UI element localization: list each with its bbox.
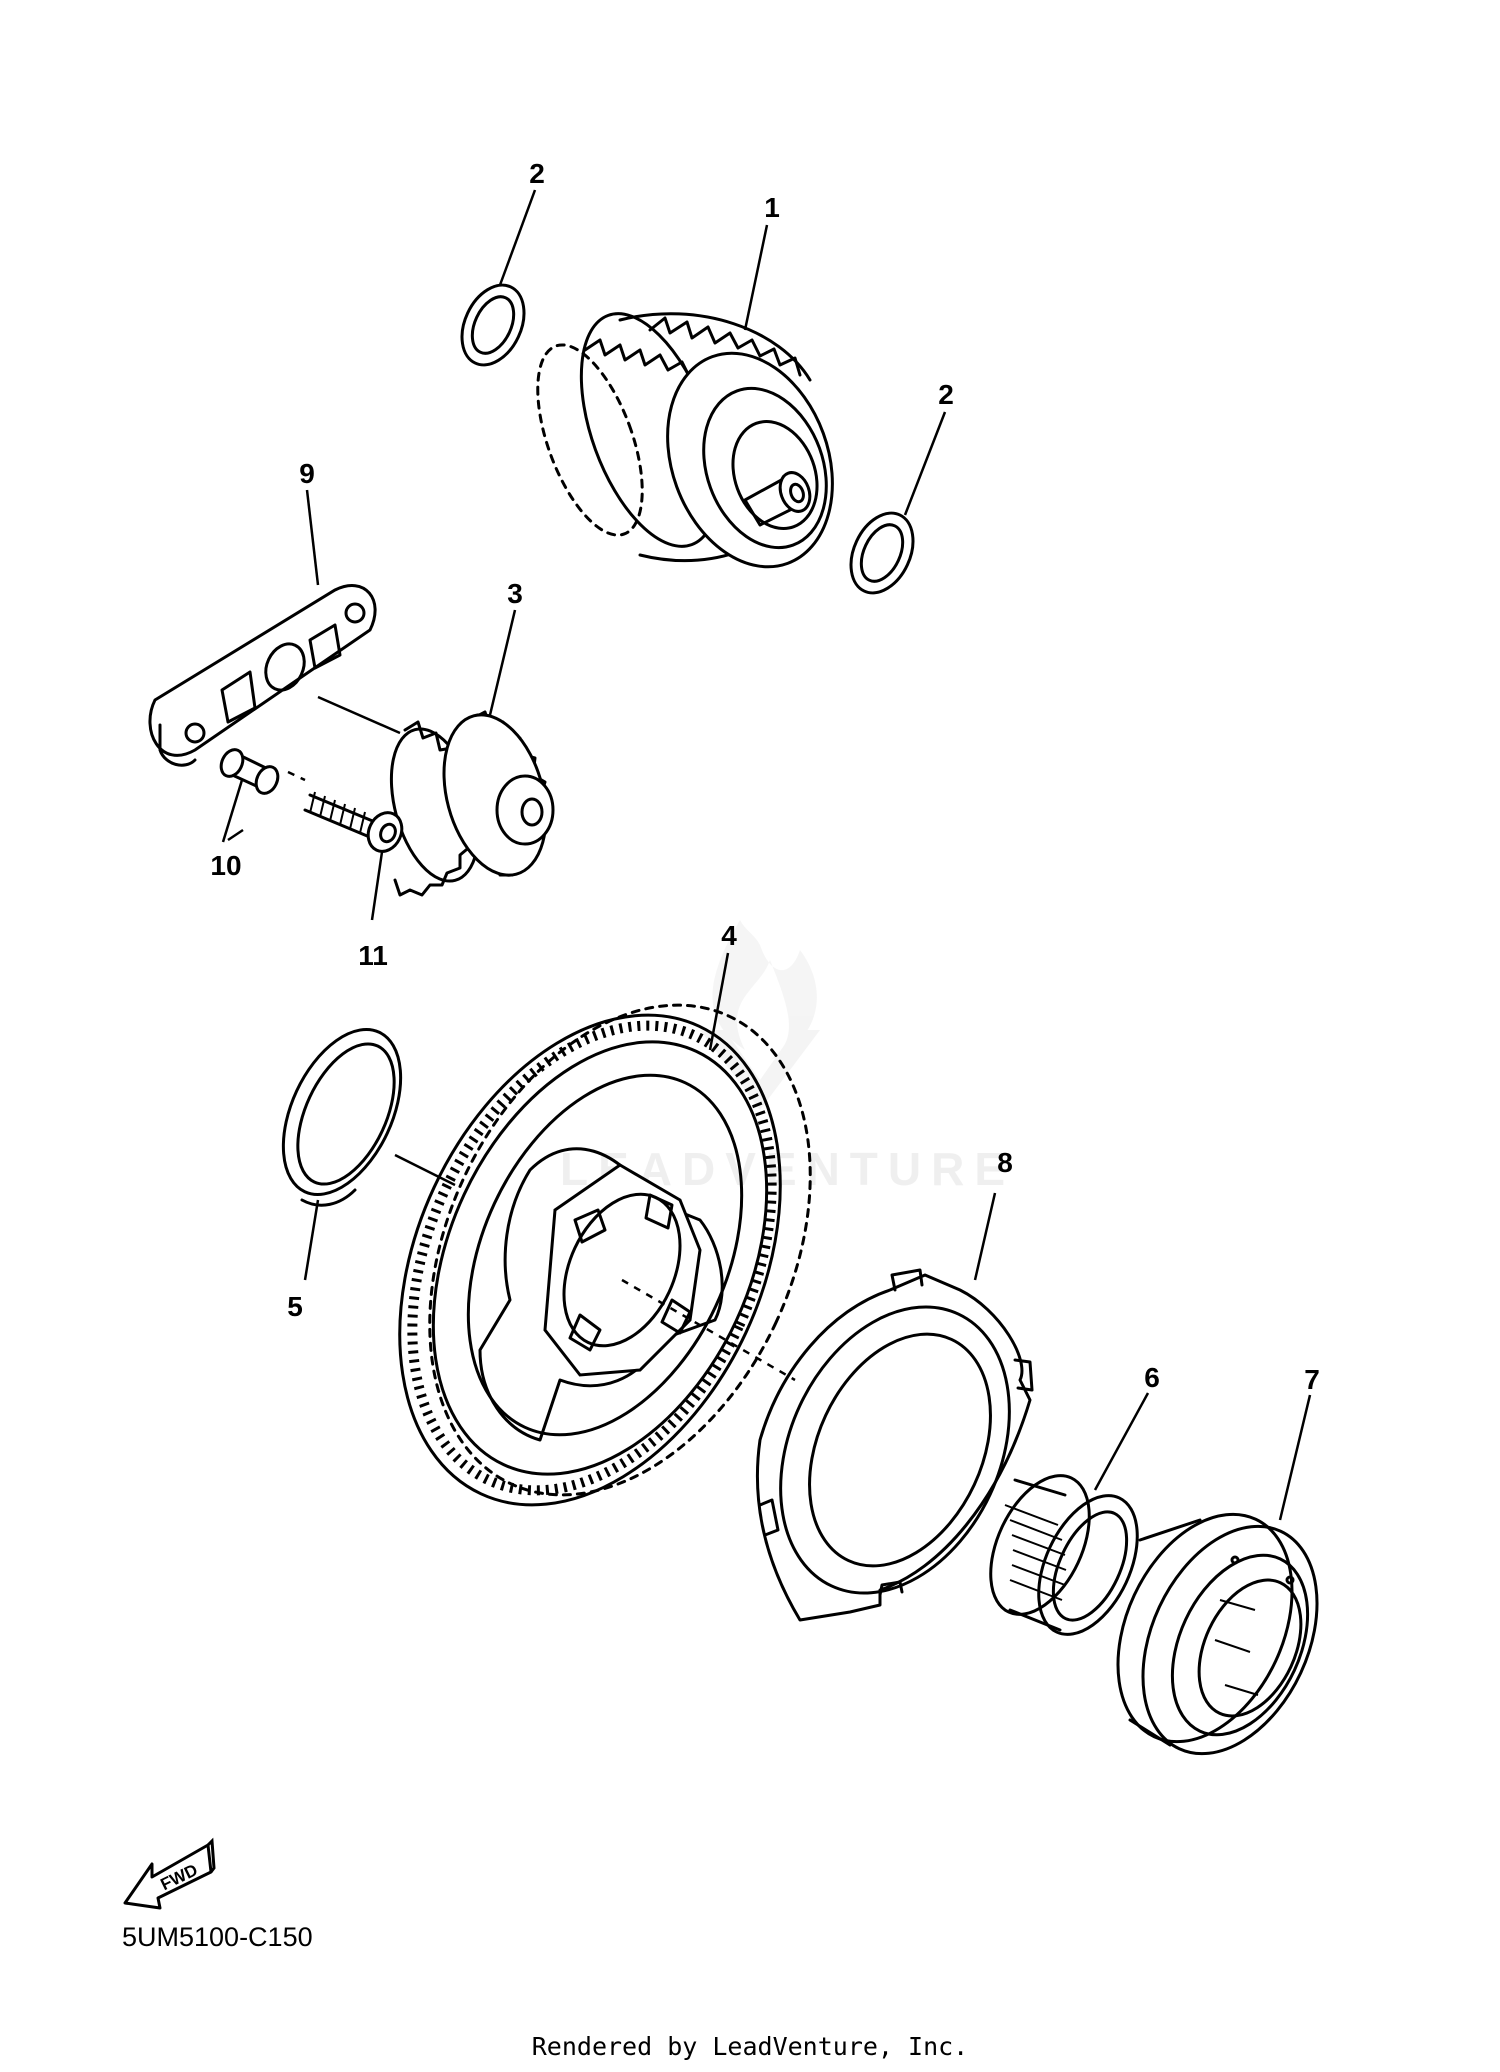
part-1-idler-gear [536, 312, 834, 569]
callout-labels: 1 2 2 3 4 5 6 7 8 9 10 11 [210, 158, 1319, 1395]
callout-3: 3 [507, 578, 523, 609]
callout-10: 10 [210, 850, 241, 881]
callout-7: 7 [1304, 1364, 1320, 1395]
callout-9: 9 [299, 458, 315, 489]
part-5-washer [281, 1027, 403, 1207]
part-11-bolt [303, 791, 404, 853]
part-6-bearing [989, 1474, 1139, 1636]
callout-4: 4 [721, 920, 737, 951]
part-7-clutch-housing [1116, 1512, 1319, 1756]
part-2-washer-right [849, 511, 915, 595]
part-9-plate [148, 584, 377, 767]
callout-2a: 2 [529, 158, 545, 189]
part-2-washer-upper [460, 283, 526, 367]
part-10-collar [219, 748, 280, 795]
part-8-plate [755, 1268, 1034, 1622]
callout-8: 8 [997, 1147, 1013, 1178]
callout-11: 11 [358, 940, 388, 971]
footer-credit: Rendered by LeadVenture, Inc. [531, 2032, 969, 2061]
callout-1: 1 [764, 192, 780, 223]
part-4-starter-wheel-gear [398, 1003, 812, 1507]
watermark: LEADVENTURE [560, 920, 1005, 1195]
callout-6: 6 [1144, 1362, 1160, 1393]
callout-5: 5 [287, 1291, 303, 1322]
callout-2b: 2 [938, 379, 954, 410]
part-3-double-gear [389, 710, 555, 897]
diagram-code: 5UM5100-C150 [122, 1922, 313, 1952]
fwd-arrow-icon: FWD [123, 1837, 216, 1910]
leader-lines [221, 189, 1312, 1521]
